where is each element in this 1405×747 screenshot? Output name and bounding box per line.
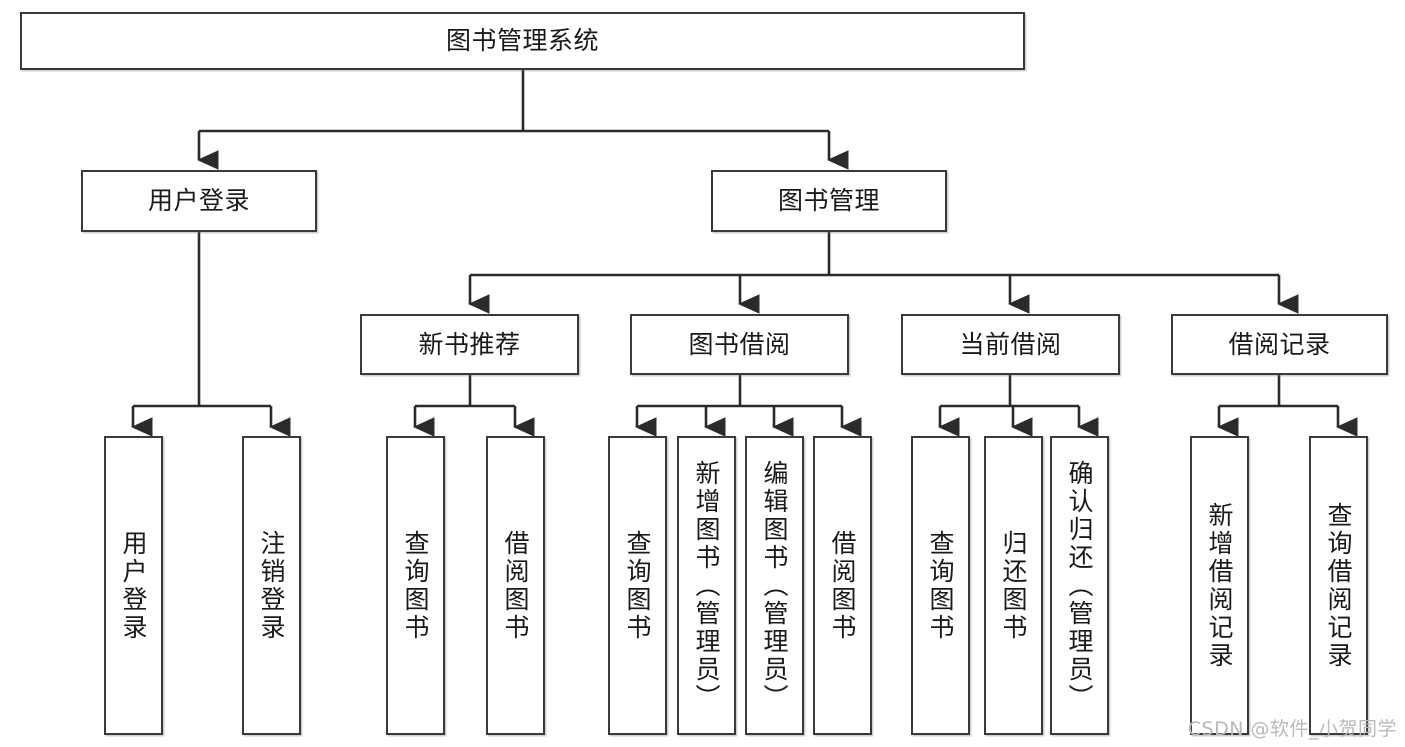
node-label: 图书管理 xyxy=(777,186,880,216)
leaf-node-logout[interactable]: 注销登录 xyxy=(242,436,301,735)
leaf-node-edit-book-admin[interactable]: 编辑图书（管理员） xyxy=(745,436,804,735)
node-label: 注销登录 xyxy=(257,529,286,642)
node-level3-borrow-record[interactable]: 借阅记录 xyxy=(1171,314,1388,375)
node-label: 查询借阅记录 xyxy=(1324,501,1353,670)
leaf-node-borrow-book-recommend[interactable]: 借阅图书 xyxy=(486,436,545,735)
watermark-text: CSDN @软件_小贺同学 xyxy=(1187,718,1397,740)
node-label: 确认归还（管理员） xyxy=(1065,459,1094,712)
node-level3-current-borrow[interactable]: 当前借阅 xyxy=(901,314,1120,375)
leaf-node-query-borrow-record[interactable]: 查询借阅记录 xyxy=(1309,436,1368,735)
node-label: 新增借阅记录 xyxy=(1205,501,1234,670)
node-label: 编辑图书（管理员） xyxy=(760,459,789,712)
leaf-node-add-book-admin[interactable]: 新增图书（管理员） xyxy=(677,436,736,735)
node-label: 当前借阅 xyxy=(959,329,1062,359)
node-label: 查询图书 xyxy=(401,529,430,642)
leaf-node-query-book-current[interactable]: 查询图书 xyxy=(911,436,970,735)
node-label: 借阅图书 xyxy=(828,529,857,642)
leaf-node-confirm-return-admin[interactable]: 确认归还（管理员） xyxy=(1050,436,1109,735)
node-label: 查询图书 xyxy=(623,529,652,642)
node-label: 借阅记录 xyxy=(1228,329,1331,359)
node-label: 用户登录 xyxy=(119,529,148,642)
leaf-node-query-book-borrow[interactable]: 查询图书 xyxy=(608,436,667,735)
node-label: 新书推荐 xyxy=(418,329,521,359)
node-label: 借阅图书 xyxy=(501,529,530,642)
node-root-图书管理系统[interactable]: 图书管理系统 xyxy=(20,12,1025,70)
leaf-node-user-login[interactable]: 用户登录 xyxy=(104,436,163,735)
leaf-node-query-book-recommend[interactable]: 查询图书 xyxy=(386,436,445,735)
leaf-node-add-borrow-record[interactable]: 新增借阅记录 xyxy=(1190,436,1249,735)
node-level3-book-borrow[interactable]: 图书借阅 xyxy=(630,314,849,375)
node-label: 图书借阅 xyxy=(688,329,791,359)
node-level3-new-book-recommend[interactable]: 新书推荐 xyxy=(360,314,579,375)
node-label: 图书管理系统 xyxy=(445,26,599,56)
node-label: 查询图书 xyxy=(926,529,955,642)
node-level2-book-management[interactable]: 图书管理 xyxy=(711,170,947,232)
node-level2-user-login[interactable]: 用户登录 xyxy=(81,170,317,232)
node-label: 用户登录 xyxy=(147,186,250,216)
node-label: 归还图书 xyxy=(999,529,1028,642)
node-label: 新增图书（管理员） xyxy=(692,459,721,712)
leaf-node-return-book[interactable]: 归还图书 xyxy=(984,436,1043,735)
leaf-node-borrow-book[interactable]: 借阅图书 xyxy=(813,436,872,735)
